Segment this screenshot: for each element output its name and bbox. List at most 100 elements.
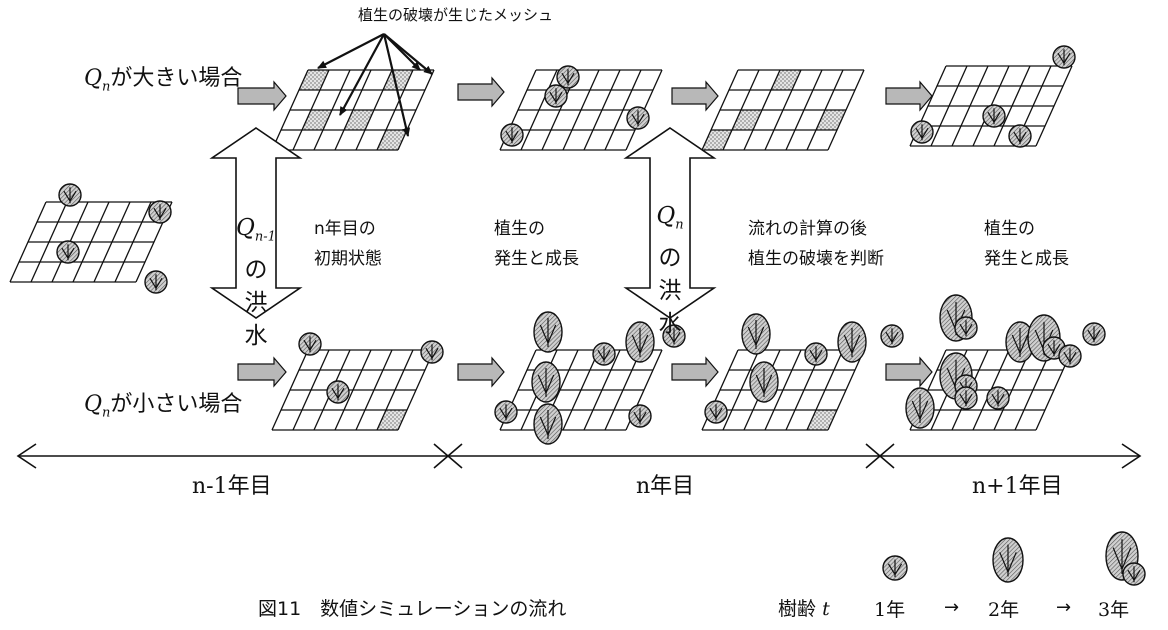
flood-curr-char3: 水 (658, 310, 682, 337)
vegetation-marks (56, 45, 1106, 445)
damaged-cell (377, 410, 407, 430)
q-symbol: Q (84, 392, 103, 417)
damaged-cell (816, 110, 846, 130)
damaged-mesh-label: 植生の破壊が生じたメッシュ (358, 6, 554, 24)
grid-line (583, 349, 621, 431)
q-subscript: n (675, 217, 684, 233)
grid-line (355, 69, 393, 151)
annotation-arrow (382, 33, 411, 137)
stage-1-line2: 初期状態 (314, 249, 382, 269)
annotation-arrows (317, 33, 433, 137)
legend-arrow-1: → (944, 597, 960, 618)
tree-mark (628, 404, 652, 428)
tree-mark (56, 240, 80, 264)
scenario-large-text: が大きい場合 (110, 66, 243, 91)
tree-mark (625, 321, 655, 363)
tree-mark (148, 200, 172, 224)
grid-line (583, 69, 621, 151)
stage-2-line2: 発生と成長 (494, 249, 579, 269)
legend-variable: t (822, 598, 830, 620)
grid-line (806, 69, 844, 151)
stage-1-line1: n年目の (314, 219, 376, 239)
annotation-arrow (317, 33, 385, 69)
tree-mark (704, 400, 728, 424)
grid-line (930, 65, 968, 147)
legend-age-1: 1年 (874, 599, 906, 621)
stage-4-line1: 植生の (984, 219, 1035, 239)
grid-line (292, 349, 330, 431)
tree-mark (741, 313, 771, 355)
annotation-arrow (383, 33, 433, 75)
tree-mark (500, 123, 524, 147)
flood-curr-char1: の (658, 244, 682, 271)
grid-line (722, 69, 760, 151)
grid-line (376, 69, 414, 151)
grid-line (806, 349, 844, 431)
legend-age-2: 2年 (988, 599, 1020, 621)
grid-line (1014, 349, 1052, 431)
tree-mark (58, 183, 82, 207)
stage-3-line1: 流れの計算の後 (748, 219, 867, 239)
damaged-cell (732, 110, 762, 130)
flow-arrow (457, 76, 505, 108)
tree-mark (544, 84, 568, 108)
stage-4-text: 植生の 発生と成長 (984, 214, 1069, 274)
stage-2-text: 植生の 発生と成長 (494, 214, 579, 274)
grid-line (993, 349, 1031, 431)
timeline-prev-year: n-1年目 (192, 474, 272, 499)
grid-line (562, 69, 600, 151)
legend-arrow-2: → (1056, 597, 1072, 618)
tree-mark (556, 65, 580, 89)
stage-3-line2: 植生の破壊を判断 (748, 249, 884, 269)
damaged-cell (377, 130, 407, 150)
scenario-large-label: Qnが大きい場合 (84, 60, 242, 94)
legend-tree (992, 537, 1024, 583)
legend-label: 樹齢 t (778, 594, 830, 621)
damaged-cell (771, 70, 801, 90)
grid-line (271, 69, 309, 151)
tree-mark (494, 400, 518, 424)
tree-mark (1058, 344, 1082, 368)
flow-arrow (237, 356, 287, 388)
grid-line (72, 201, 110, 283)
flow-arrows (209, 76, 933, 388)
mesh-grid (9, 201, 173, 283)
mesh-grid (701, 69, 865, 151)
q-symbol: Q (84, 66, 103, 91)
flood-double-arrow (623, 127, 717, 319)
grid-line (764, 349, 802, 431)
legend-title: 樹齢 (778, 598, 817, 620)
flow-arrow (671, 80, 719, 112)
damaged-cell (807, 410, 837, 430)
tree-mark (662, 324, 686, 348)
damaged-cell (383, 70, 413, 90)
grid-line (313, 69, 351, 151)
flood-double-arrow (209, 127, 303, 319)
flood-curr-char2: 洪 (658, 277, 682, 304)
grid-line (292, 69, 330, 151)
grid-line (271, 349, 309, 431)
grid-line (114, 201, 152, 283)
grid-line (827, 69, 865, 151)
stage-4-line2: 発生と成長 (984, 249, 1069, 269)
tree-mark (533, 403, 563, 445)
timeline-curr-year: n年目 (636, 474, 695, 499)
damaged-cell (299, 70, 329, 90)
grid-line (785, 69, 823, 151)
q-subscript: n (102, 79, 111, 95)
legend-tree (1122, 562, 1146, 586)
timeline-left-head (16, 443, 37, 469)
tree-mark (986, 386, 1010, 410)
tree-mark (982, 104, 1006, 128)
grid-line (993, 65, 1031, 147)
stage-2-line1: 植生の (494, 219, 545, 239)
flow-arrow (457, 356, 505, 388)
grid-line (1035, 65, 1073, 147)
mesh-grid (701, 349, 865, 431)
grid-line (764, 69, 802, 151)
flow-arrow (885, 80, 933, 112)
grid-line (334, 69, 372, 151)
tree-mark (910, 120, 934, 144)
scenario-small-text: が小さい場合 (110, 392, 243, 417)
